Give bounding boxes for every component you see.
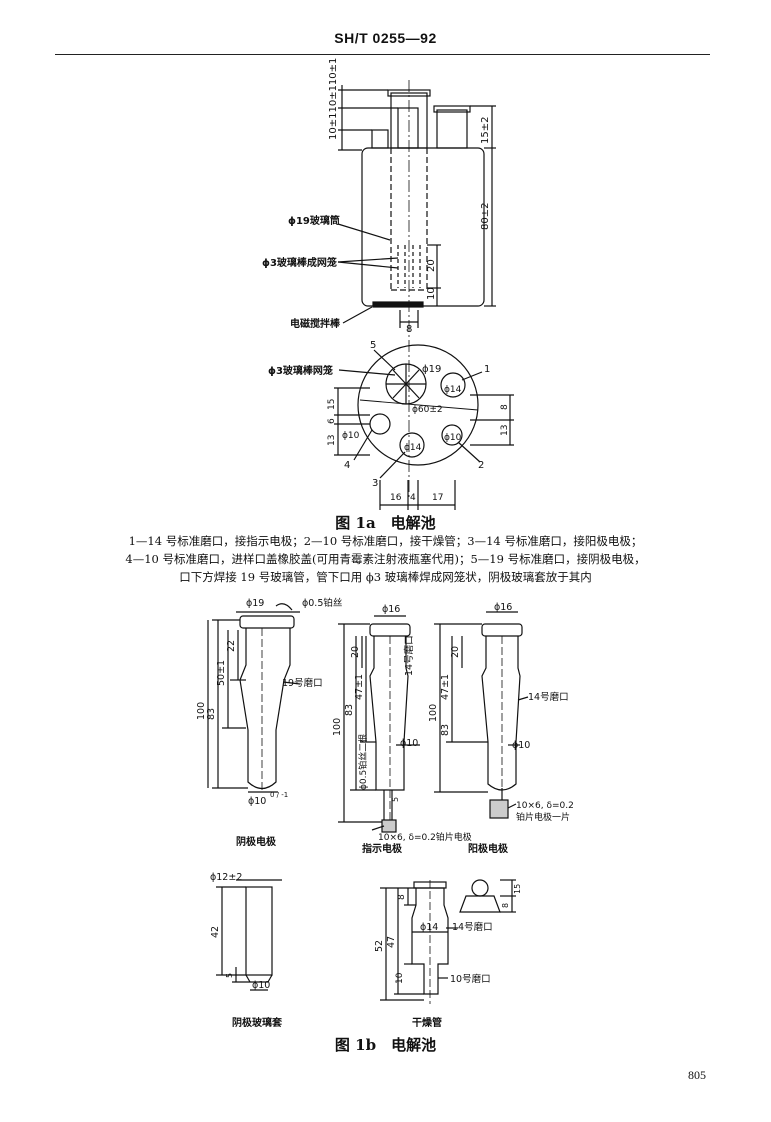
- label-d60: ϕ60±2: [412, 405, 443, 415]
- indicator-joint: 14号磨口: [404, 635, 415, 676]
- legend-line-1: 1—14 号标准磨口，接指示电极；2—10 号标准磨口，接干燥管；3—14 号标…: [128, 534, 643, 548]
- anode-joint: 14号磨口: [528, 692, 569, 703]
- dryer-h47: 47: [386, 936, 397, 948]
- label-d14-port1: ϕ14: [444, 385, 462, 395]
- dim-bottom-16: 16: [390, 493, 402, 503]
- indicator-d16: ϕ16: [382, 604, 400, 615]
- dim-plan-13a: 13: [327, 435, 337, 446]
- cathode-wire: ϕ0.5铂丝: [302, 597, 342, 609]
- neck-right: [436, 109, 468, 149]
- plan-view-outer: [357, 344, 479, 466]
- sleeve-d10: ϕ10: [252, 980, 270, 991]
- neck-small-left: [371, 129, 389, 149]
- port-number-1: 1: [484, 364, 490, 375]
- header-rule: [55, 54, 710, 55]
- anode-plate-line1: 10×6, δ=0.2: [516, 801, 574, 811]
- dryer-joint10: 10号磨口: [450, 974, 491, 985]
- indicator-plate: 10×6, δ=0.2铂片电极: [378, 831, 472, 843]
- neck-center-mid: [397, 107, 419, 149]
- dryer-cap-h: 15: [513, 884, 522, 894]
- neck-right-lip: [433, 105, 471, 113]
- label-d10-port4: ϕ10: [342, 431, 360, 441]
- label-glass-cage: ϕ3玻璃棒成网笼: [262, 256, 337, 269]
- label-stirrer: 电磁搅拌棒: [290, 317, 341, 330]
- anode-d10: ϕ10: [512, 740, 530, 751]
- sleeve-d12: ϕ12±2: [210, 872, 242, 883]
- port-number-5: 5: [370, 340, 376, 351]
- label-d19: ϕ19: [422, 364, 441, 375]
- cathode-joint: 19号磨口: [282, 678, 323, 689]
- sleeve-h42: 42: [210, 926, 221, 938]
- page-number: 805: [688, 1068, 706, 1082]
- dryer-h10: 10: [395, 972, 405, 984]
- dryer-title: 干燥管: [412, 1016, 442, 1029]
- indicator-h100: 100: [332, 718, 343, 736]
- standard-code-header: SH/T 0255—92: [334, 30, 437, 46]
- port-3-circle: [399, 432, 425, 458]
- label-cage-top: ϕ3玻璃棒网笼: [268, 364, 333, 377]
- anode-h20: 20: [450, 646, 461, 658]
- port-1-circle: [440, 372, 466, 398]
- anode-h83: 83: [440, 724, 451, 736]
- dryer-h8: 8: [397, 894, 407, 900]
- legend-line-3: 口下方焊接 19 号玻璃管，管下口用 ϕ3 玻璃棒焊成网笼状，阴极玻璃套放于其内: [179, 570, 592, 584]
- cathode-body: [239, 628, 291, 790]
- anode-plate-line2: 铂片电极一片: [516, 811, 570, 823]
- cathode-tolerance: 0 / -1: [270, 791, 288, 799]
- dim-plan-6: 6: [327, 418, 337, 424]
- cathode-d19: ϕ19: [246, 598, 264, 609]
- figure-1a-legend: 1—14 号标准磨口，接指示电极；2—10 号标准磨口，接干燥管；3—14 号标…: [20, 532, 751, 586]
- label-d14-port3: ϕ14: [404, 443, 422, 453]
- label-d10-port2: ϕ10: [444, 433, 462, 443]
- dim-plan-13b: 13: [500, 425, 510, 436]
- dryer-cap-8: 8: [501, 903, 510, 908]
- dryer-joint14: 14号磨口: [452, 922, 493, 933]
- anode-title: 阳极电极: [468, 842, 509, 855]
- legend-line-2: 4—10 号标准磨口，进样口盖橡胶盖(可用青霉素注射液瓶塞代用)；5—19 号标…: [125, 552, 646, 566]
- label-glass-tube: ϕ19玻璃筒: [288, 214, 340, 227]
- dim-plan-15: 15: [327, 399, 337, 410]
- cathode-lip: [239, 615, 295, 629]
- cathode-d10: ϕ10: [248, 796, 266, 807]
- dim-8-stirrer: 8: [406, 324, 412, 335]
- dim-top-left-stack: 10±110±110±1: [328, 58, 339, 140]
- anode-h100: 100: [428, 704, 439, 722]
- port-2-circle: [441, 424, 463, 446]
- indicator-h5: 5: [391, 797, 400, 802]
- dim-15: 15±2: [480, 117, 491, 144]
- indicator-h83: 83: [344, 704, 355, 716]
- indicator-title: 指示电极: [362, 842, 403, 855]
- dryer-h52: 52: [374, 940, 385, 952]
- dim-bottom-4: 4: [410, 493, 416, 503]
- indicator-wire: ϕ0.5铂丝二根: [357, 734, 369, 790]
- sleeve-h5: 5: [225, 973, 234, 978]
- cathode-h100: 100: [196, 702, 207, 720]
- cathode-title: 阴极电极: [236, 835, 277, 848]
- indicator-d10: ϕ10: [400, 738, 418, 749]
- port-number-2: 2: [478, 460, 484, 471]
- cathode-h50: 50±1: [216, 660, 227, 686]
- sleeve-title: 阴极玻璃套: [232, 1016, 283, 1029]
- figure-1a-caption: 图 1a 电解池: [335, 514, 436, 532]
- dim-bottom-17: 17: [432, 493, 443, 503]
- cathode-h83: 83: [206, 708, 217, 720]
- dim-plan-8: 8: [500, 404, 510, 410]
- dim-20: 20: [426, 259, 437, 272]
- dryer-d14: ϕ14: [420, 922, 438, 933]
- cathode-h22: 22: [226, 640, 237, 652]
- port-number-3: 3: [372, 478, 378, 489]
- dim-80: 80±2: [480, 203, 491, 230]
- dim-10: 10: [426, 287, 437, 300]
- anode-d16: ϕ16: [494, 602, 512, 613]
- anode-h47: 47±1: [440, 674, 451, 700]
- port-number-4: 4: [344, 460, 350, 471]
- indicator-h47: 47±1: [354, 674, 365, 700]
- figure-1b-caption: 图 1b 电解池: [334, 1036, 437, 1054]
- indicator-h20: 20: [350, 646, 361, 658]
